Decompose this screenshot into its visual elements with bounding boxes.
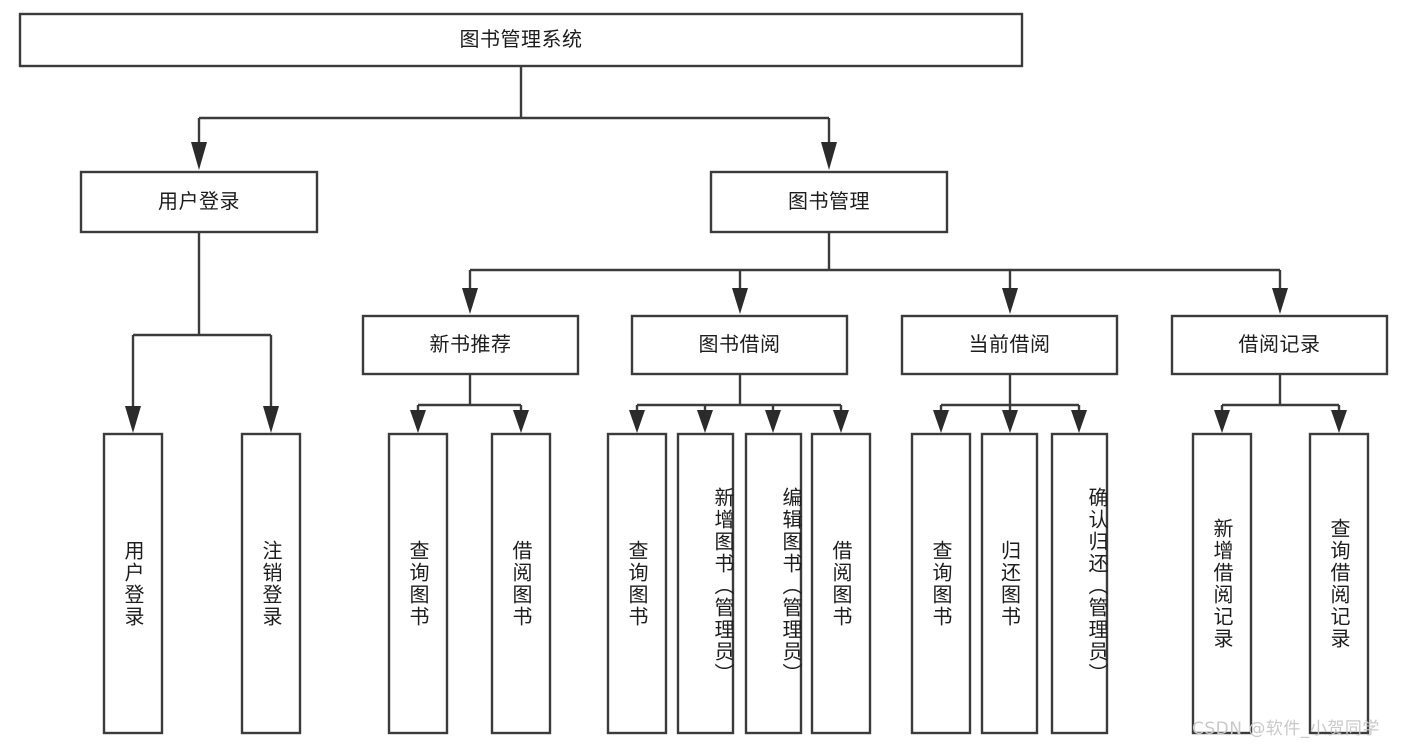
arrowhead-leaf-user-login-1 [125, 406, 141, 433]
arrowhead-new-book-recommend [462, 288, 478, 314]
node-box-book-manage[interactable] [709, 170, 949, 234]
arrowhead-leaf-cb-2 [1002, 410, 1018, 433]
arrowhead-leaf-nbr-1 [410, 410, 426, 433]
arrowhead-current-borrow [1002, 288, 1018, 314]
arrowhead-book-borrow [732, 288, 748, 314]
node-box-leaf-return-book[interactable] [980, 432, 1039, 735]
arrowhead-leaf-user-login-2 [263, 406, 279, 433]
node-box-new-book-recommend[interactable] [361, 314, 580, 376]
node-box-current-borrow[interactable] [900, 314, 1119, 376]
node-box-leaf-borrow-book-nbr[interactable] [490, 432, 552, 735]
arrowhead-book-manage [821, 142, 837, 170]
node-box-leaf-add-book-admin[interactable] [676, 432, 735, 735]
node-box-leaf-logout[interactable] [240, 432, 302, 735]
arrowhead-leaf-cb-3 [1071, 410, 1087, 433]
arrowhead-leaf-bb-2 [697, 410, 713, 433]
arrowhead-leaf-nbr-2 [513, 410, 529, 433]
node-box-book-borrow[interactable] [630, 314, 849, 376]
node-box-leaf-query-borrow-record[interactable] [1308, 432, 1370, 735]
arrowhead-leaf-cb-1 [933, 410, 949, 433]
arrowhead-borrow-records [1272, 288, 1288, 314]
arrowhead-leaf-br-2 [1331, 410, 1347, 433]
node-box-leaf-edit-book-admin[interactable] [744, 432, 803, 735]
node-box-leaf-add-borrow-record[interactable] [1191, 432, 1253, 735]
node-box-leaf-query-book-nbr[interactable] [387, 432, 449, 735]
node-box-leaf-query-book-bb[interactable] [606, 432, 668, 735]
arrowhead-leaf-bb-4 [833, 410, 849, 433]
node-box-root[interactable] [18, 12, 1024, 68]
arrowhead-leaf-br-1 [1214, 410, 1230, 433]
arrowhead-user-login [191, 142, 207, 170]
arrowhead-leaf-bb-3 [765, 410, 781, 433]
node-box-user-login[interactable] [79, 170, 319, 234]
node-box-borrow-records[interactable] [1170, 314, 1389, 376]
node-box-leaf-user-login[interactable] [102, 432, 164, 735]
node-box-leaf-confirm-return-admin[interactable] [1050, 432, 1109, 735]
arrowhead-leaf-bb-1 [629, 410, 645, 433]
node-box-leaf-borrow-book-bb[interactable] [810, 432, 872, 735]
node-box-leaf-query-book-cb[interactable] [910, 432, 972, 735]
